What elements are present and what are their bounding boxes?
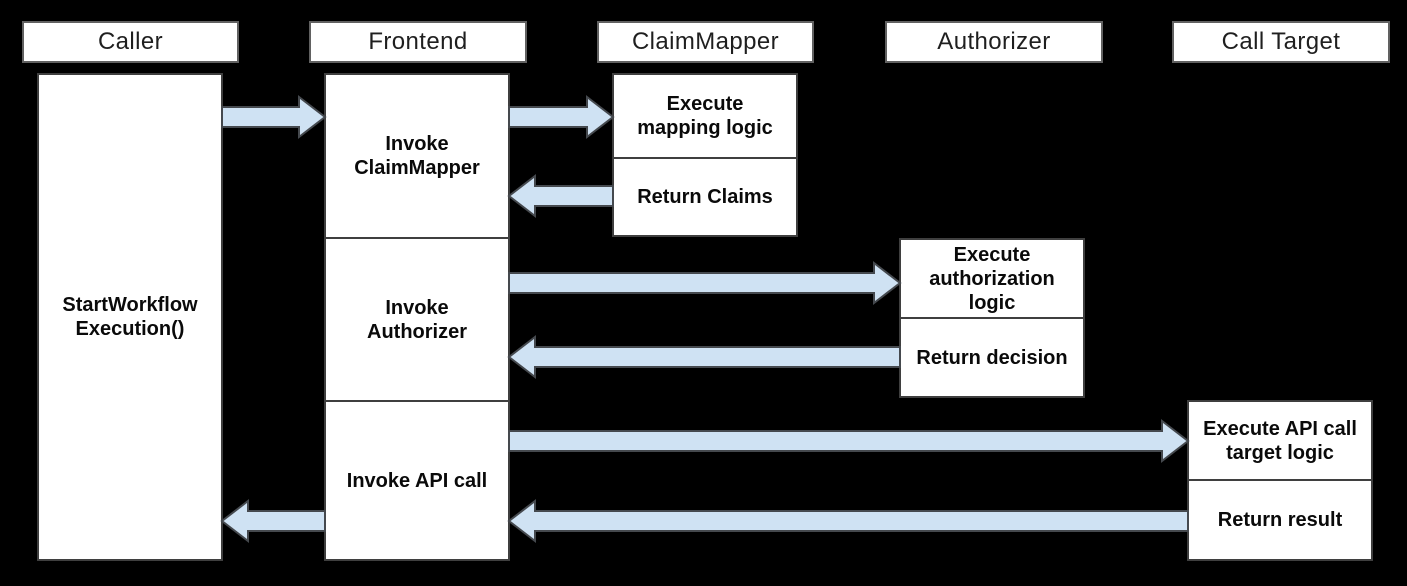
- column-header-caller: Caller: [22, 21, 239, 63]
- node-claimmapper: Execute mapping logic Return Claims: [612, 73, 798, 237]
- step-execute-mapping-logic: Execute mapping logic: [637, 93, 773, 139]
- step-invoke-api-call: Invoke API call: [326, 400, 508, 559]
- node-authorizer: Execute authorization logic Return decis…: [899, 238, 1085, 398]
- step-execute-api-call-target-logic: Execute API call target logic: [1203, 417, 1357, 464]
- node-call-target: Execute API call target logic Return res…: [1187, 400, 1373, 561]
- arrow-caller-to-frontend: [221, 94, 327, 140]
- arrow-frontend-to-calltarget: [508, 418, 1190, 464]
- step-return-decision: Return decision: [901, 317, 1083, 396]
- arrow-frontend-to-caller: [220, 498, 326, 544]
- node-frontend: Invoke ClaimMapper Invoke Authorizer Inv…: [324, 73, 510, 561]
- column-header-frontend: Frontend: [309, 21, 527, 63]
- arrow-frontend-to-authorizer: [508, 260, 902, 306]
- arrow-authorizer-to-frontend: [507, 334, 901, 380]
- arrow-claimmapper-to-frontend: [507, 173, 614, 219]
- step-return-claims: Return Claims: [614, 157, 796, 235]
- column-header-authorizer: Authorizer: [885, 21, 1103, 63]
- step-startworkflowexecution: StartWorkflow Execution(): [62, 294, 198, 340]
- node-caller: StartWorkflow Execution(): [37, 73, 223, 561]
- arrow-calltarget-to-frontend: [507, 498, 1189, 544]
- step-return-result: Return result: [1189, 479, 1371, 559]
- column-header-call-target: Call Target: [1172, 21, 1390, 63]
- step-invoke-claimmapper: Invoke ClaimMapper: [354, 133, 480, 179]
- arrow-frontend-to-claimmapper: [508, 94, 615, 140]
- step-execute-authorization-logic: Execute authorization logic: [929, 243, 1055, 314]
- step-invoke-authorizer: Invoke Authorizer: [326, 237, 508, 400]
- column-header-claimmapper: ClaimMapper: [597, 21, 814, 63]
